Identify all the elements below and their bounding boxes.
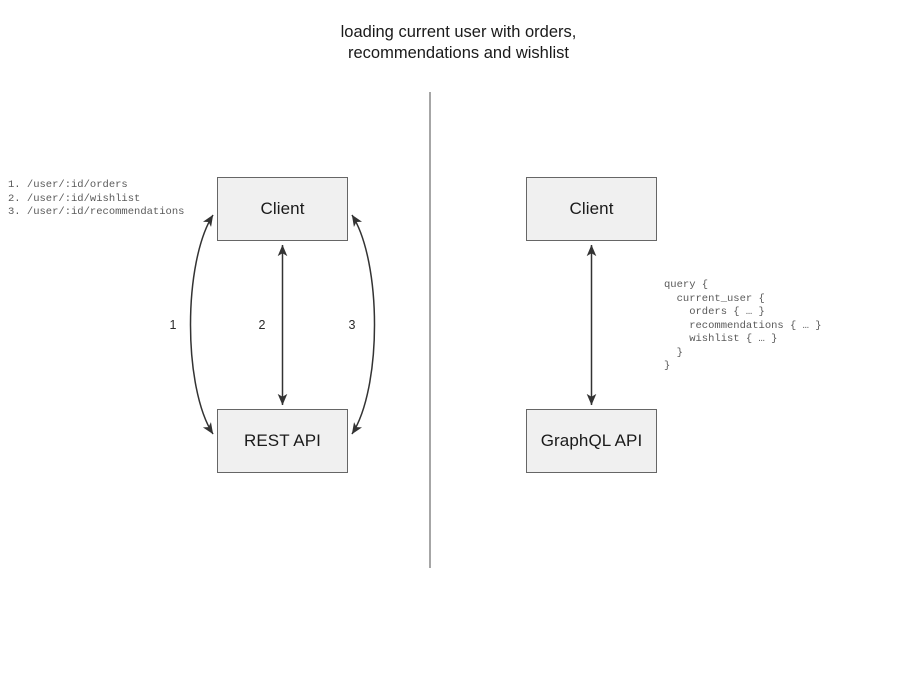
node-client-graphql[interactable]: Client bbox=[526, 177, 657, 241]
rest-edge-1-curve bbox=[189, 214, 214, 435]
diagram-title: loading current user with orders, recomm… bbox=[340, 23, 577, 62]
rest-endpoints-list: 1. /user/:id/orders 2. /user/:id/wishlis… bbox=[8, 179, 185, 218]
graphql-query-snippet: query { current_user { orders { … } reco… bbox=[664, 279, 822, 372]
node-rest-api[interactable]: REST API bbox=[217, 409, 348, 473]
node-client-rest[interactable]: Client bbox=[217, 177, 348, 241]
edge-label-2: 2 bbox=[258, 318, 266, 332]
edge-label-1: 1 bbox=[169, 318, 177, 332]
node-graphql-api[interactable]: GraphQL API bbox=[526, 409, 657, 473]
edge-label-3: 3 bbox=[348, 318, 356, 332]
